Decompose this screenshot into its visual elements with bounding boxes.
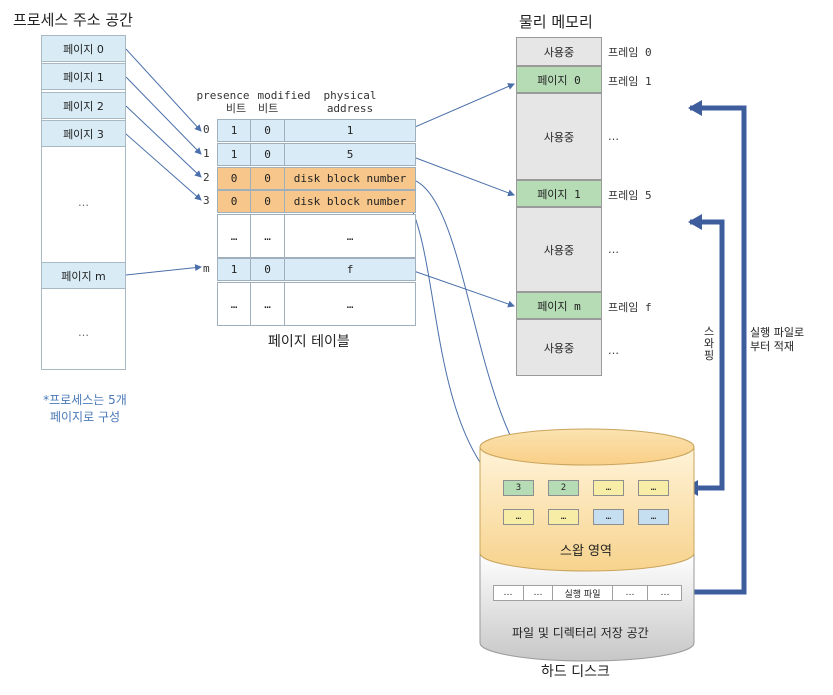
- hard-disk-cylinder: [479, 428, 695, 662]
- process-space-title: 프로세스 주소 공간: [13, 11, 133, 29]
- page-table-address-cell: disk block number: [284, 167, 416, 190]
- hard-disk-title: 하드 디스크: [541, 664, 610, 680]
- process-ellipsis-2: …: [78, 325, 89, 339]
- page-table-index: m: [203, 262, 210, 275]
- arrow-row1-to-frame5: [407, 154, 515, 197]
- page-table-modified-cell: 0: [250, 119, 285, 142]
- page-table-address-cell: 1: [284, 119, 416, 142]
- page-table-modified-cell: 0: [250, 143, 285, 166]
- executable-file-cell: 실행 파일: [553, 585, 613, 601]
- file-cell: …: [613, 585, 648, 601]
- page-table-address-cell: …: [284, 214, 416, 258]
- page-table-address-cell: …: [284, 282, 416, 326]
- swap-slot: …: [638, 509, 669, 525]
- page-table-index: 2: [203, 171, 210, 184]
- memory-frame-0: 사용중: [516, 37, 602, 66]
- swapping-arrow-down: [684, 330, 725, 496]
- arrow-rowm-to-framef: [407, 268, 515, 308]
- page-table-index: 3: [203, 194, 210, 207]
- page-table-presence-cell: …: [217, 214, 251, 258]
- memory-used-3: 사용중: [516, 319, 602, 376]
- swap-slot: …: [548, 509, 579, 525]
- process-page-0: 페이지 0: [41, 35, 126, 62]
- frame-label-ellipsis-1: …: [608, 130, 619, 143]
- physical-memory-title: 물리 메모리: [519, 13, 593, 31]
- page-table-presence-cell: …: [217, 282, 251, 326]
- page-table-index: 1: [203, 147, 210, 160]
- page-table-modified-cell: …: [250, 282, 285, 326]
- swap-slot: …: [593, 480, 624, 496]
- page-table-title: 페이지 테이블: [268, 334, 350, 350]
- page-table-presence-cell: 0: [217, 190, 251, 213]
- arrow-page1-to-row1: [125, 76, 202, 155]
- memory-frame-f: 페이지 m: [516, 292, 602, 319]
- process-page-3: 페이지 3: [41, 120, 126, 147]
- page-table-presence-cell: 0: [217, 167, 251, 190]
- page-table-row: ………: [217, 214, 416, 258]
- swap-slot: …: [503, 509, 534, 525]
- file-cell: …: [524, 585, 553, 601]
- page-table-modified-cell: 0: [250, 167, 285, 190]
- frame-label-ellipsis-3: …: [608, 344, 619, 357]
- arrow-page3-to-row3: [125, 133, 202, 201]
- process-ellipsis-1: …: [78, 195, 89, 209]
- process-page-1: 페이지 1: [41, 63, 126, 90]
- memory-frame-5: 페이지 1: [516, 180, 602, 207]
- process-page-2: 페이지 2: [41, 92, 126, 119]
- page-table-presence-cell: 1: [217, 143, 251, 166]
- arrow-row3-to-swap: [407, 200, 501, 488]
- page-table-modified-cell: 0: [250, 190, 285, 213]
- page-table-address-cell: 5: [284, 143, 416, 166]
- process-note: *프로세스는 5개 페이지로 구성: [43, 393, 127, 424]
- swap-slot: …: [638, 480, 669, 496]
- file-strip: [493, 585, 682, 601]
- page-table-modified-cell: 0: [250, 258, 285, 281]
- swap-area-label: 스왑 영역: [560, 544, 612, 559]
- page-table-index: 0: [203, 123, 210, 136]
- load-from-exe-arrow: [682, 100, 747, 595]
- memory-frame-1: 페이지 0: [516, 66, 602, 93]
- memory-used-2: 사용중: [516, 207, 602, 292]
- page-table-modified-cell: …: [250, 214, 285, 258]
- swap-slot: …: [593, 509, 624, 525]
- swap-slot: 2: [548, 480, 579, 496]
- arrow-pagem-to-rowm: [125, 264, 202, 276]
- frame-label-5: 프레임 5: [608, 189, 652, 202]
- page-table-address-cell: disk block number: [284, 190, 416, 213]
- arrow-page2-to-row2: [125, 105, 202, 178]
- page-table-address-cell: f: [284, 258, 416, 281]
- frame-label-1: 프레임 1: [608, 75, 652, 88]
- page-table-row: ………: [217, 282, 416, 326]
- frame-label-f: 프레임 f: [608, 301, 652, 314]
- file-area-label: 파일 및 디렉터리 저장 공간: [512, 626, 649, 640]
- frame-label-0: 프레임 0: [608, 46, 652, 59]
- file-cell: …: [493, 585, 524, 601]
- arrow-page0-to-row0: [125, 48, 202, 132]
- page-table-presence-cell: 1: [217, 258, 251, 281]
- frame-label-ellipsis-2: …: [608, 243, 619, 256]
- memory-used-1: 사용중: [516, 93, 602, 180]
- file-cell: …: [660, 588, 670, 598]
- arrow-row0-to-frame1: [407, 83, 515, 131]
- process-page-m: 페이지 m: [41, 262, 126, 289]
- swap-slot: 3: [503, 480, 534, 496]
- page-table-presence-cell: 1: [217, 119, 251, 142]
